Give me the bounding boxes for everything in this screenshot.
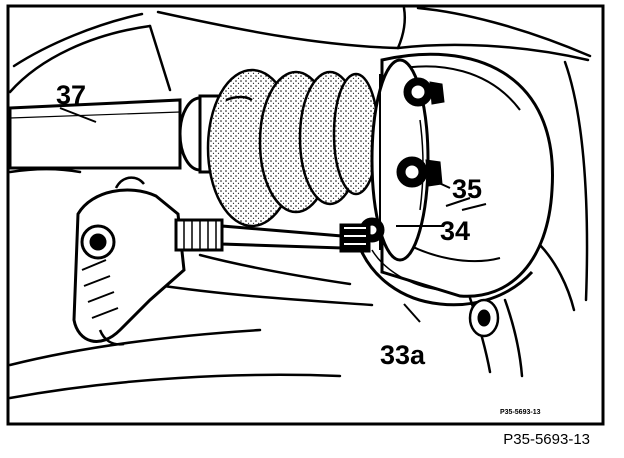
callout-leaders	[59, 107, 487, 323]
callout-37: 37	[56, 80, 86, 110]
guide-disc-33a	[358, 247, 534, 338]
flange-bolts	[359, 77, 445, 243]
callout-33a: 33a	[380, 340, 426, 370]
drive-shaft	[8, 94, 240, 174]
callout-34: 34	[440, 216, 470, 246]
axle-boot	[206, 68, 380, 228]
socket-wrench	[72, 176, 371, 346]
flange-housing	[370, 52, 554, 298]
figure-caption: P35-5693-13	[503, 431, 590, 448]
callout-35: 35	[452, 174, 482, 204]
inset-reference: P35-5693-13	[500, 409, 541, 416]
